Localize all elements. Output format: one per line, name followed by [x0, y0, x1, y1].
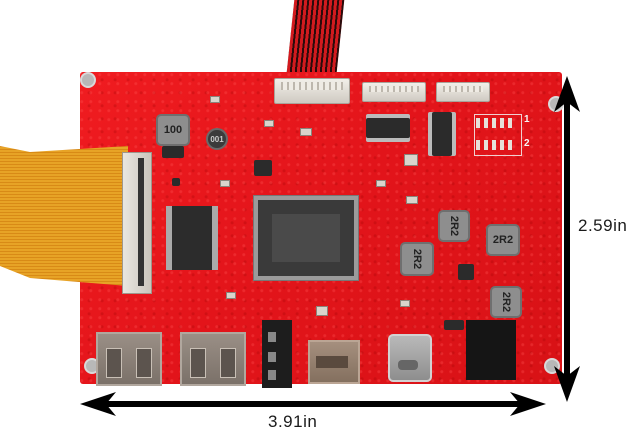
- smd-resistor: [400, 300, 410, 307]
- usb-a-port-1: [96, 332, 162, 386]
- connector-pins: [369, 86, 419, 92]
- usb-a-port-2: [180, 332, 246, 386]
- jack-contact: [268, 370, 276, 380]
- connector-pins: [281, 82, 343, 90]
- width-dimension-arrow: [80, 392, 546, 416]
- audio-jack-3-5mm: [262, 320, 292, 388]
- pmic-qfn: [458, 264, 474, 280]
- ic-small: [254, 160, 272, 176]
- inductor-2r2-a: 2R2: [438, 210, 470, 242]
- pad-row-2: [476, 140, 516, 150]
- transistor: [444, 320, 464, 330]
- inductor-001: 001: [206, 128, 228, 150]
- smd-resistor: [264, 120, 274, 127]
- crystal: [404, 154, 418, 166]
- usb-contact: [136, 348, 152, 378]
- inductor-2r2-c: 2R2: [400, 242, 434, 276]
- diode: [162, 146, 184, 158]
- jack-contact: [268, 332, 276, 342]
- pad-row-1: [476, 118, 516, 128]
- inductor-2r2-b: 2R2: [486, 224, 520, 256]
- led: [172, 178, 180, 186]
- memory-chip-tsop: [172, 206, 212, 270]
- row-label-1: 1: [524, 114, 530, 125]
- jst-connector-3: [436, 82, 490, 102]
- jack-contact: [268, 352, 276, 362]
- wire-harness-connector: [274, 78, 350, 104]
- smd-capacitor: [300, 128, 312, 136]
- mounting-hole-top-left: [80, 72, 96, 88]
- smd-capacitor: [406, 196, 418, 204]
- wire-harness: [285, 0, 345, 82]
- smd-resistor: [210, 96, 220, 103]
- usb-c-slot: [398, 360, 418, 370]
- hdmi-port: [308, 340, 360, 384]
- smd-capacitor: [316, 306, 328, 316]
- processor-die-area: [272, 214, 340, 262]
- usb-contact: [106, 348, 122, 378]
- header-outline: [474, 114, 522, 156]
- smd-resistor: [220, 180, 230, 187]
- fpc-connector: [122, 152, 152, 294]
- fpc-ribbon-cable: [0, 146, 128, 286]
- usb-c-port: [388, 334, 432, 382]
- smd-resistor: [226, 292, 236, 299]
- smd-resistor: [376, 180, 386, 187]
- inductor-100: 100: [156, 114, 190, 146]
- usb-contact: [190, 348, 206, 378]
- dc-power-jack: [466, 320, 516, 380]
- ic-soic-1: [366, 118, 410, 138]
- inductor-2r2-d: 2R2: [490, 286, 522, 318]
- usb-contact: [220, 348, 236, 378]
- width-dimension-label: 3.91in: [268, 412, 318, 431]
- height-dimension-label: 2.59in: [578, 216, 628, 235]
- ic-soic-2: [432, 112, 452, 156]
- fpc-connector-latch: [138, 158, 144, 286]
- height-dimension-arrow: [554, 76, 580, 402]
- row-label-2: 2: [524, 138, 530, 149]
- jst-connector-2: [362, 82, 426, 102]
- hdmi-slot: [316, 356, 348, 368]
- connector-pins: [443, 86, 483, 92]
